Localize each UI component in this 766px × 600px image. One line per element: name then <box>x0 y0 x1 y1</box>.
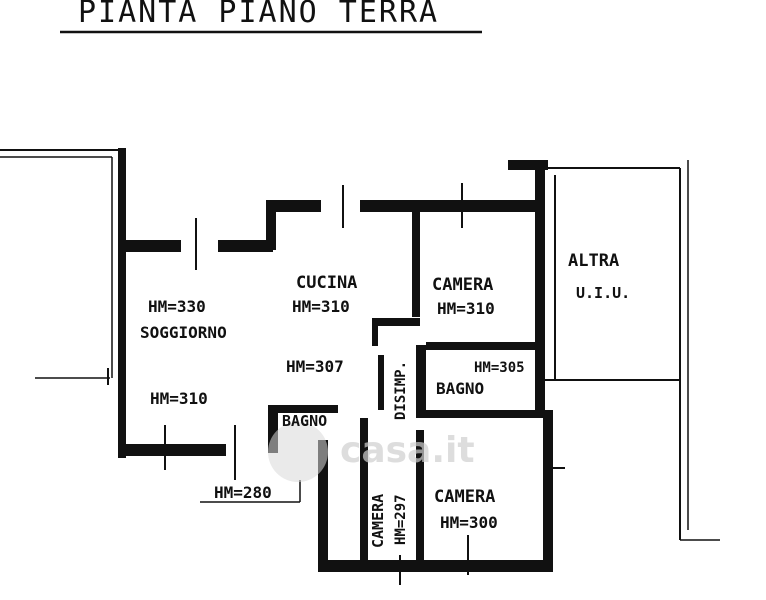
camera-small-label: CAMERA <box>369 494 387 548</box>
room-labels: CUCINA HM=310 CAMERA HM=310 ALTRA U.I.U.… <box>140 251 630 548</box>
watermark: casa.it <box>268 422 475 482</box>
interior-walls <box>268 212 544 565</box>
camera-top-height: HM=310 <box>437 299 495 318</box>
soggiorno-height-bottom: HM=310 <box>150 389 208 408</box>
camera-bottom-label: CAMERA <box>434 487 495 507</box>
bagno-right-height: HM=305 <box>474 360 525 376</box>
cucina-label: CUCINA <box>296 273 357 293</box>
corridor-height: HM=307 <box>286 357 344 376</box>
uiu-label: U.I.U. <box>576 284 630 302</box>
bagno-left-label: BAGNO <box>282 412 327 430</box>
soggiorno-height-top: HM=330 <box>148 297 206 316</box>
camera-top-label: CAMERA <box>432 275 493 295</box>
watermark-text: casa.it <box>340 430 475 471</box>
soggiorno-label: SOGGIORNO <box>140 323 227 342</box>
camera-small-height: HM=297 <box>393 494 409 545</box>
window-markers <box>107 183 570 585</box>
terrace-height: HM=280 <box>214 483 272 502</box>
cucina-height: HM=310 <box>292 297 350 316</box>
camera-bottom-height: HM=300 <box>440 513 498 532</box>
site-lines <box>0 149 301 503</box>
bagno-right-label: BAGNO <box>436 379 484 398</box>
exterior-walls <box>118 148 553 572</box>
altra-label: ALTRA <box>568 251 619 271</box>
plan-title: PIANTA PIANO TERRA <box>78 0 439 30</box>
disimp-label: DISIMP. <box>393 361 409 420</box>
neighbour-unit <box>548 160 720 541</box>
